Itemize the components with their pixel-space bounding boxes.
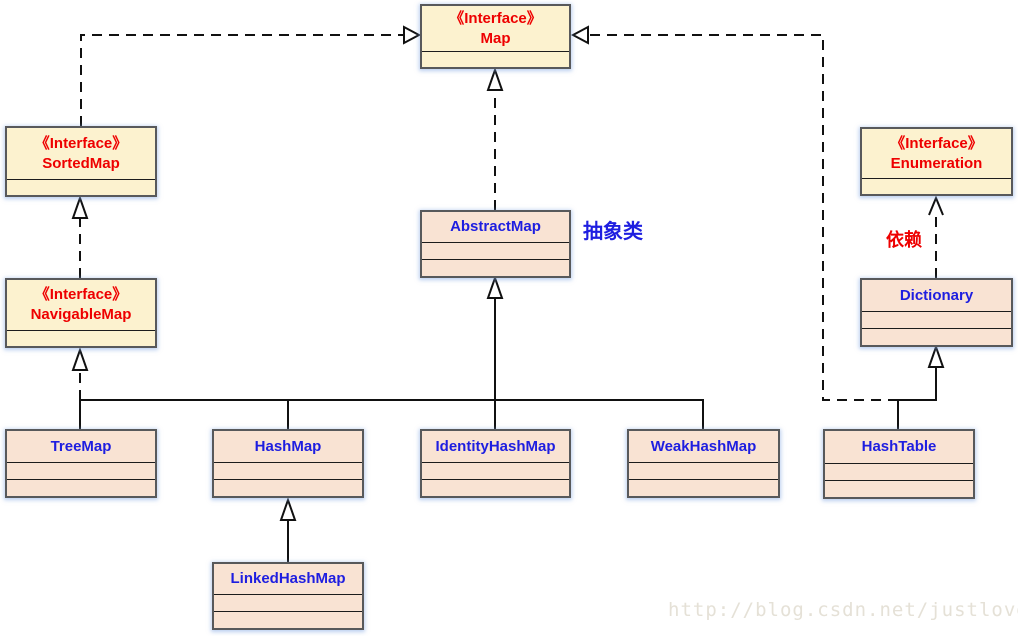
node-weakhashmap-name: WeakHashMap: [650, 437, 757, 455]
node-hashmap-methods: [214, 479, 362, 496]
node-class-hashmap: HashMap: [212, 429, 364, 498]
node-dictionary-methods: [862, 328, 1011, 345]
node-weakhashmap-fields: [629, 462, 778, 479]
watermark-url: http://blog.csdn.net/justloveyou_: [668, 599, 1018, 621]
node-dictionary-name: Dictionary: [899, 286, 974, 304]
node-class-identityhashmap: IdentityHashMap: [420, 429, 571, 498]
node-treemap-name: TreeMap: [50, 437, 112, 455]
node-navigablemap-stereotype: 《Interface》: [34, 286, 128, 303]
node-interface-sortedmap: 《Interface》 SortedMap: [5, 126, 157, 197]
node-class-weakhashmap: WeakHashMap: [627, 429, 780, 498]
node-class-abstractmap: AbstractMap: [420, 210, 571, 278]
node-class-treemap: TreeMap: [5, 429, 157, 498]
node-linkedhashmap-methods: [214, 611, 362, 628]
node-interface-navigablemap: 《Interface》 NavigableMap: [5, 278, 157, 348]
edge-sortedmap-map: [80, 25, 422, 126]
node-dictionary-fields: [862, 311, 1011, 328]
node-interface-enumeration: 《Interface》 Enumeration: [860, 127, 1013, 196]
edge-hashtable-map: [570, 25, 898, 401]
node-linkedhashmap-fields: [214, 594, 362, 611]
node-interface-map: 《Interface》 Map: [420, 4, 571, 69]
node-hashtable-fields: [825, 463, 973, 480]
abstract-class-label: 抽象类: [583, 221, 643, 243]
node-treemap-methods: [7, 479, 155, 496]
node-weakhashmap-methods: [629, 479, 778, 496]
node-hashmap-fields: [214, 462, 362, 479]
edge-treemap-navigablemap: [71, 346, 89, 400]
node-identityhashmap-fields: [422, 462, 569, 479]
edge-classes-abstractmap: [79, 274, 704, 429]
node-class-linkedhashmap: LinkedHashMap: [212, 562, 364, 630]
node-abstractmap-name: AbstractMap: [450, 218, 541, 235]
node-sortedmap-stereotype: 《Interface》: [34, 134, 128, 152]
node-map-name: Map: [480, 29, 511, 47]
node-map-stereotype: 《Interface》: [449, 9, 542, 27]
node-abstractmap-fields: [422, 242, 569, 259]
edge-dictionary-enumeration: [928, 195, 944, 278]
node-abstractmap-methods: [422, 259, 569, 276]
node-identityhashmap-methods: [422, 479, 569, 496]
node-linkedhashmap-name: LinkedHashMap: [230, 570, 346, 587]
node-navigablemap-compartment: [7, 330, 155, 346]
node-treemap-fields: [7, 462, 155, 479]
edge-abstractmap-map: [486, 66, 504, 210]
dependency-label: 依赖: [886, 230, 922, 250]
node-hashmap-name: HashMap: [254, 437, 322, 455]
node-enumeration-name: Enumeration: [890, 154, 983, 172]
node-identityhashmap-name: IdentityHashMap: [435, 437, 556, 455]
edge-navigablemap-sortedmap: [71, 194, 89, 278]
node-map-compartment: [422, 51, 569, 67]
node-enumeration-compartment: [862, 178, 1011, 194]
node-navigablemap-name: NavigableMap: [30, 306, 132, 323]
edge-linkedhashmap-hashmap: [279, 496, 297, 562]
node-class-hashtable: HashTable: [823, 429, 975, 499]
node-sortedmap-compartment: [7, 179, 155, 195]
edge-hashtable-dictionary: [897, 343, 945, 429]
node-class-dictionary: Dictionary: [860, 278, 1013, 347]
node-hashtable-methods: [825, 480, 973, 497]
node-sortedmap-name: SortedMap: [42, 154, 120, 172]
node-enumeration-stereotype: 《Interface》: [890, 134, 983, 152]
node-hashtable-name: HashTable: [861, 438, 937, 455]
